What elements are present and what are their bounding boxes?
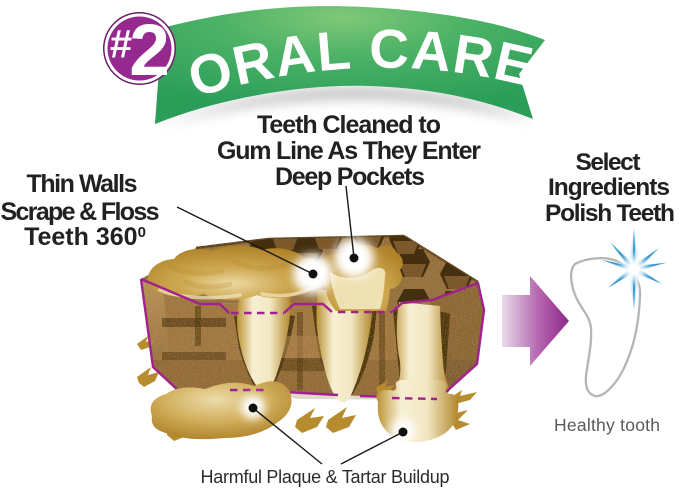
svg-text:#: # [110, 23, 132, 67]
svg-text:2: 2 [129, 10, 170, 91]
svg-text:Polish Teeth: Polish Teeth [545, 200, 675, 227]
svg-text:Harmful Plaque & Tartar Buildu: Harmful Plaque & Tartar Buildup [201, 467, 450, 487]
svg-text:Deep Pockets: Deep Pockets [275, 163, 425, 191]
svg-text:Gum Line As They Enter: Gum Line As They Enter [217, 137, 481, 165]
svg-text:Scrape & Floss: Scrape & Floss [1, 198, 160, 226]
svg-text:Thin Walls: Thin Walls [27, 170, 138, 198]
svg-text:Teeth Cleaned to: Teeth Cleaned to [257, 111, 441, 139]
svg-text:Select: Select [576, 149, 641, 176]
svg-text:Teeth 3600: Teeth 3600 [24, 223, 146, 251]
svg-text:Ingredients: Ingredients [548, 174, 670, 201]
svg-text:Healthy tooth: Healthy tooth [554, 415, 660, 435]
